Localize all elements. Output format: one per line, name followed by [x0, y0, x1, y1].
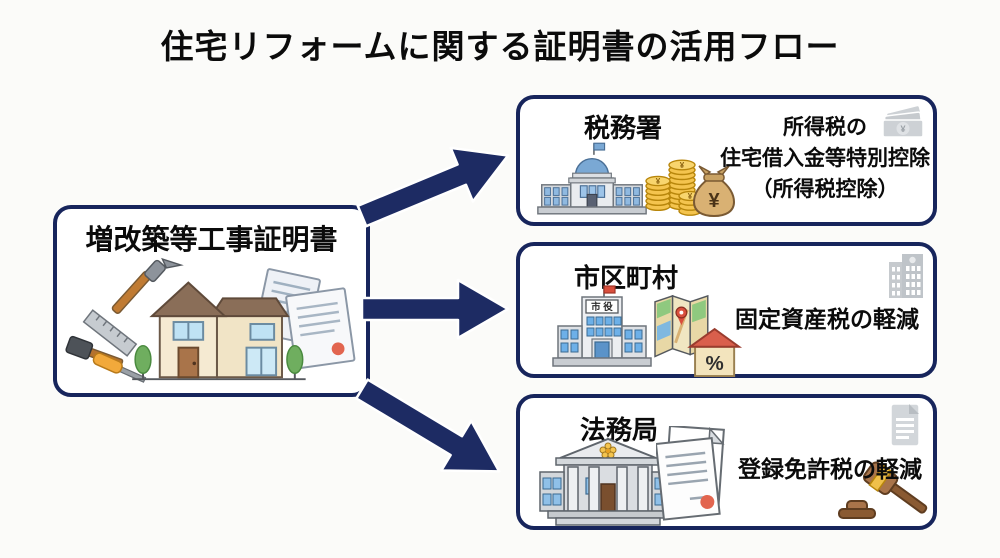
dest-name-tax-office: 税務署 — [584, 113, 663, 143]
house-percent-icon: % — [687, 327, 743, 378]
page-title: 住宅リフォームに関する証明書の活用フロー — [160, 28, 840, 65]
document-icon — [890, 403, 920, 447]
source-box-renovation-certificate: 増改築等工事証明書 — [53, 205, 370, 397]
svg-text:¥: ¥ — [656, 177, 661, 186]
certificate-documents-icon — [656, 426, 725, 521]
map-pin-icon — [675, 306, 688, 326]
benefit-text-property-tax: 固定資産税の軽減 — [735, 306, 919, 332]
benefit-text-registration-tax: 登録免許税の軽減 — [738, 456, 922, 482]
svg-text:¥: ¥ — [680, 161, 685, 170]
dest-box-legal-bureau: 法務局 — [516, 394, 937, 530]
office-building-icon — [889, 254, 923, 298]
flower-emblem-icon — [599, 442, 617, 459]
city-hall-icon: 市 役 — [552, 285, 652, 367]
dest-box-municipality: 市区町村 市 役 — [516, 242, 937, 378]
svg-text:%: % — [705, 352, 723, 375]
dest-box-tax-office: 税務署 ¥ — [516, 95, 937, 226]
map-and-house-percent-icon: % — [654, 294, 743, 378]
certificate-seal-page-icon — [285, 287, 356, 370]
ruler-icon — [82, 309, 138, 357]
coins-and-money-bag-icon: ¥ ¥ ¥ ¥ — [645, 159, 736, 218]
arrow-to-municipality — [360, 278, 510, 340]
banknotes-icon: ¥ — [882, 104, 924, 138]
money-bag-icon: ¥ — [692, 165, 736, 218]
dest-name-municipality: 市区町村 — [574, 263, 679, 293]
svg-text:¥: ¥ — [708, 190, 720, 212]
dest-name-legal-bureau: 法務局 — [580, 415, 659, 445]
tax-office-building-icon — [537, 142, 647, 215]
city-hall-sign-text: 市 役 — [591, 301, 613, 313]
arrow-to-tax-office — [356, 146, 510, 228]
svg-text:¥: ¥ — [688, 192, 693, 201]
hammer-icon — [111, 257, 184, 314]
house-renovation-illustration — [65, 257, 356, 383]
house-icon — [132, 281, 306, 381]
building-wing — [541, 184, 643, 208]
gavel-icon — [838, 461, 928, 519]
svg-text:¥: ¥ — [900, 124, 905, 134]
arrow-to-legal-bureau — [355, 378, 501, 473]
tree-icon — [134, 344, 304, 380]
source-box-label: 増改築等工事証明書 — [85, 224, 338, 255]
city-hall-wing — [557, 325, 647, 359]
coin-stack-icon: ¥ ¥ ¥ — [645, 159, 702, 216]
benefit-text-income-tax: 所得税の 住宅借入金等特別控除 （所得税控除） — [720, 116, 930, 201]
